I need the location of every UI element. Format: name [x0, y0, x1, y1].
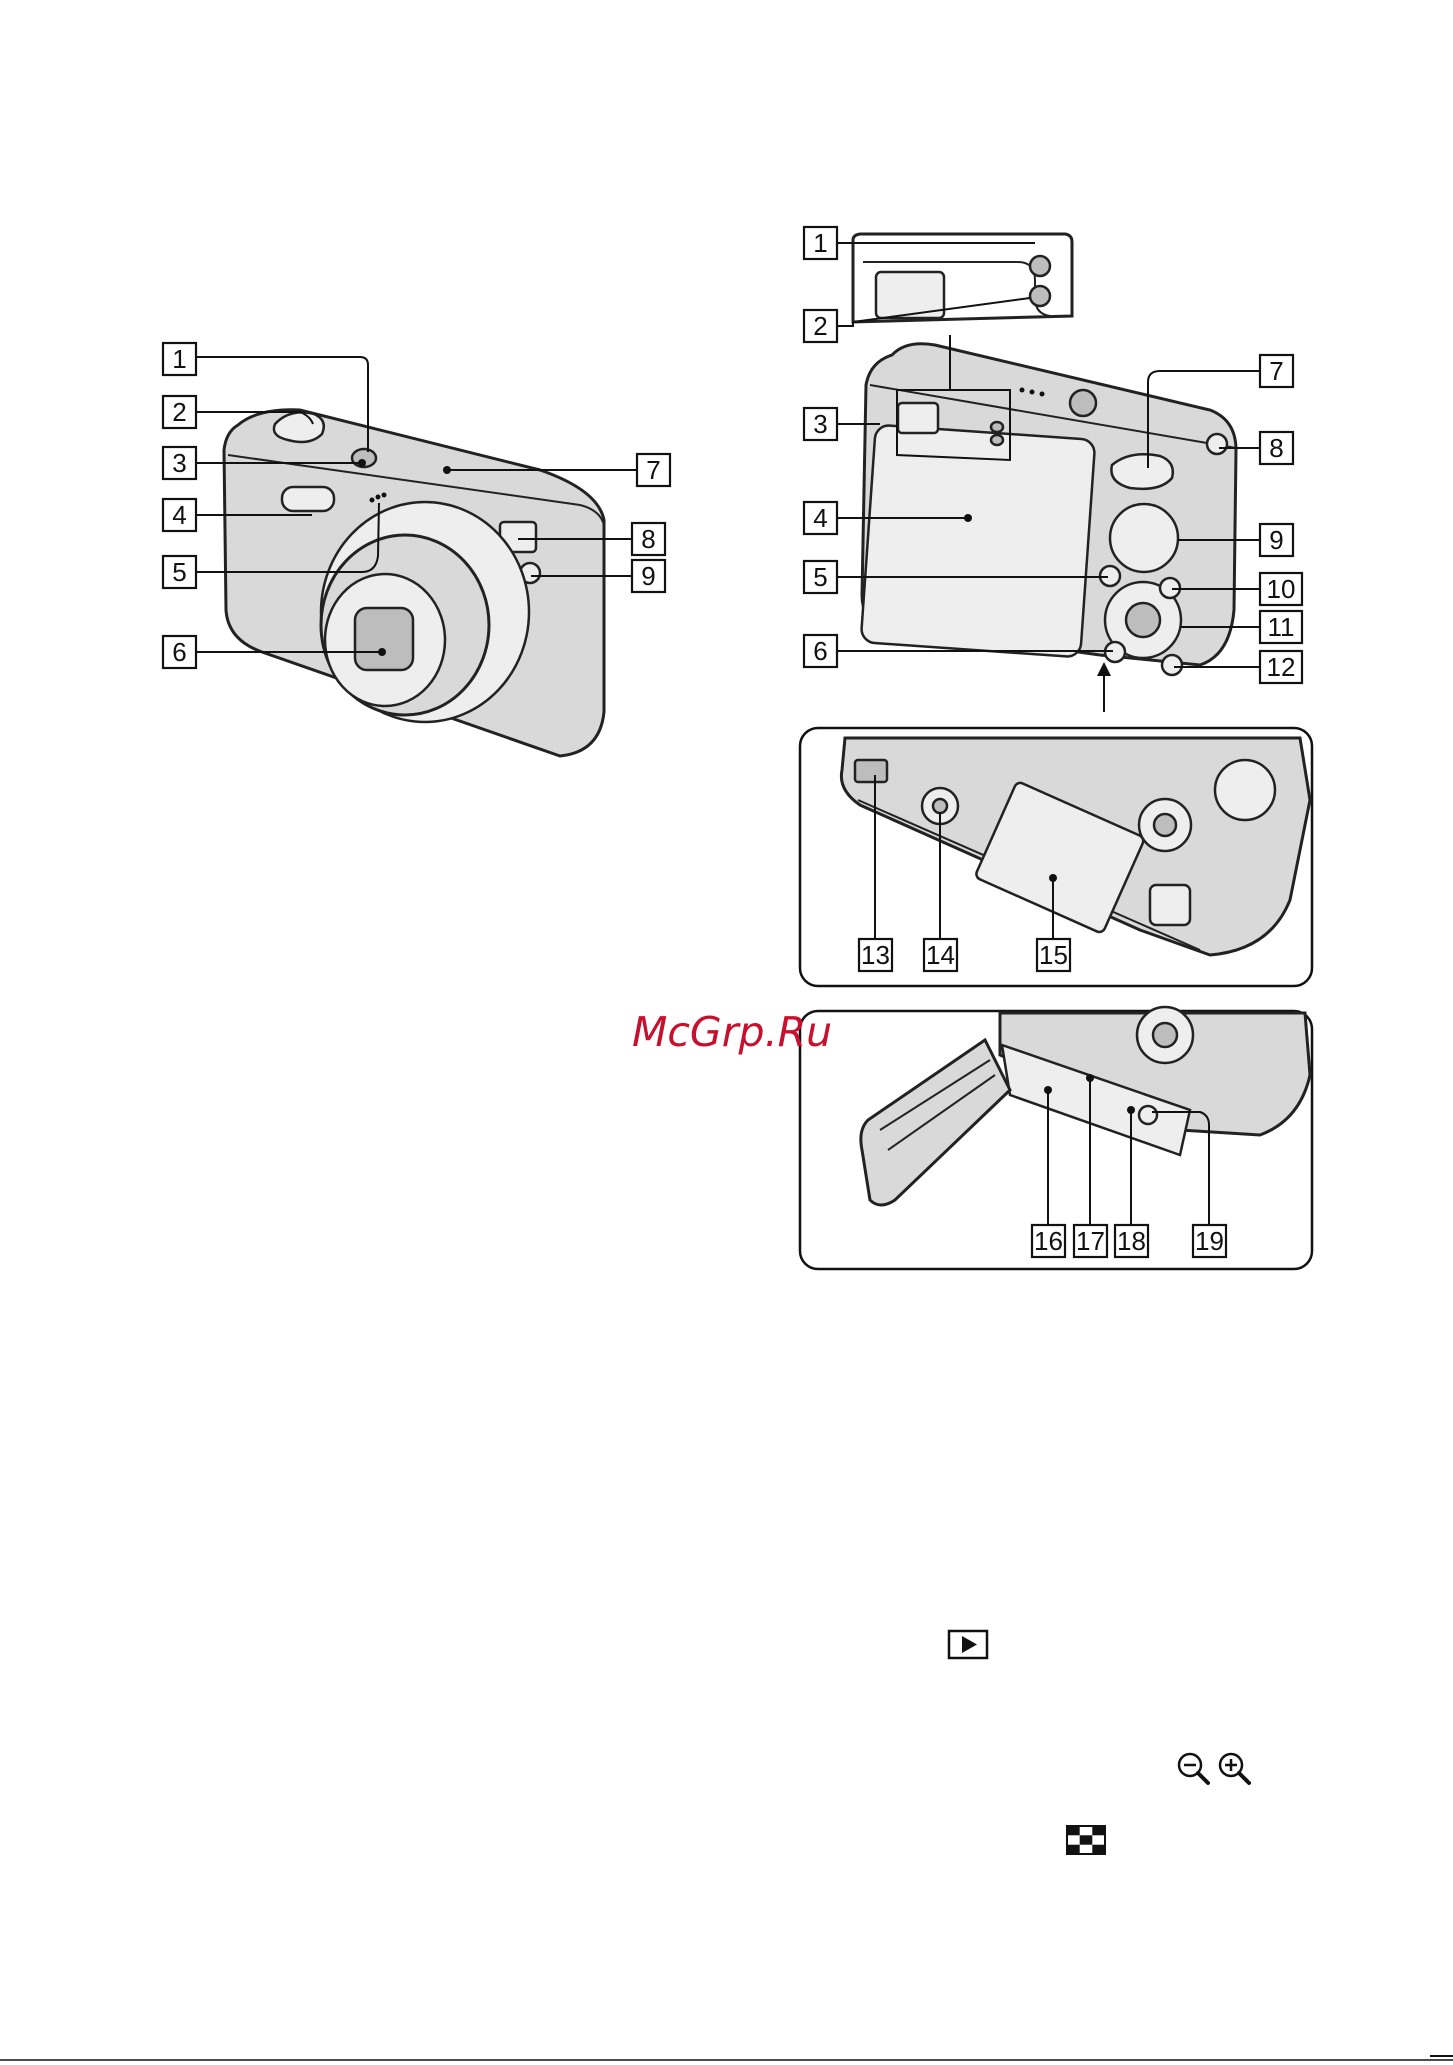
svg-text:9: 9 [1269, 525, 1283, 555]
index-grid-icon [1067, 1826, 1105, 1854]
svg-text:9: 9 [641, 561, 655, 591]
lens-window [355, 608, 413, 670]
multi-connector-shape [855, 760, 887, 782]
flash-window [282, 487, 334, 511]
watermark-text: McGrp.Ru [632, 1008, 832, 1056]
svg-text:3: 3 [172, 448, 186, 478]
svg-text:6: 6 [813, 636, 827, 666]
viewfinder-detail [853, 234, 1072, 322]
svg-text:5: 5 [813, 562, 827, 592]
svg-text:18: 18 [1117, 1226, 1146, 1256]
zoom-lever-shape [1111, 454, 1172, 489]
callout-back-1: 1 [804, 227, 1035, 259]
svg-text:13: 13 [861, 940, 890, 970]
svg-text:17: 17 [1076, 1226, 1105, 1256]
svg-text:7: 7 [646, 455, 660, 485]
svg-text:8: 8 [641, 524, 655, 554]
svg-text:15: 15 [1039, 940, 1068, 970]
front-camera-illustration [224, 410, 604, 756]
svg-text:1: 1 [813, 228, 827, 258]
svg-text:2: 2 [813, 311, 827, 341]
svg-text:10: 10 [1267, 574, 1296, 604]
svg-text:11: 11 [1268, 612, 1295, 642]
svg-text:14: 14 [926, 940, 955, 970]
svg-text:4: 4 [172, 500, 186, 530]
svg-text:12: 12 [1267, 652, 1296, 682]
zoom-out-icon [1179, 1754, 1208, 1783]
svg-text:7: 7 [1269, 356, 1283, 386]
arrow-head-icon [1097, 662, 1111, 676]
svg-text:6: 6 [172, 637, 186, 667]
svg-text:1: 1 [172, 344, 186, 374]
svg-text:4: 4 [813, 503, 827, 533]
playback-icon [949, 1631, 987, 1658]
svg-text:19: 19 [1195, 1226, 1224, 1256]
back-camera-illustration [861, 344, 1236, 675]
svg-text:2: 2 [172, 397, 186, 427]
svg-text:5: 5 [172, 557, 186, 587]
svg-text:3: 3 [813, 409, 827, 439]
viewfinder-window [898, 403, 938, 433]
svg-text:8: 8 [1269, 433, 1283, 463]
zoom-in-icon [1220, 1754, 1249, 1783]
mode-dial-shape [1110, 504, 1178, 572]
svg-text:16: 16 [1034, 1226, 1063, 1256]
